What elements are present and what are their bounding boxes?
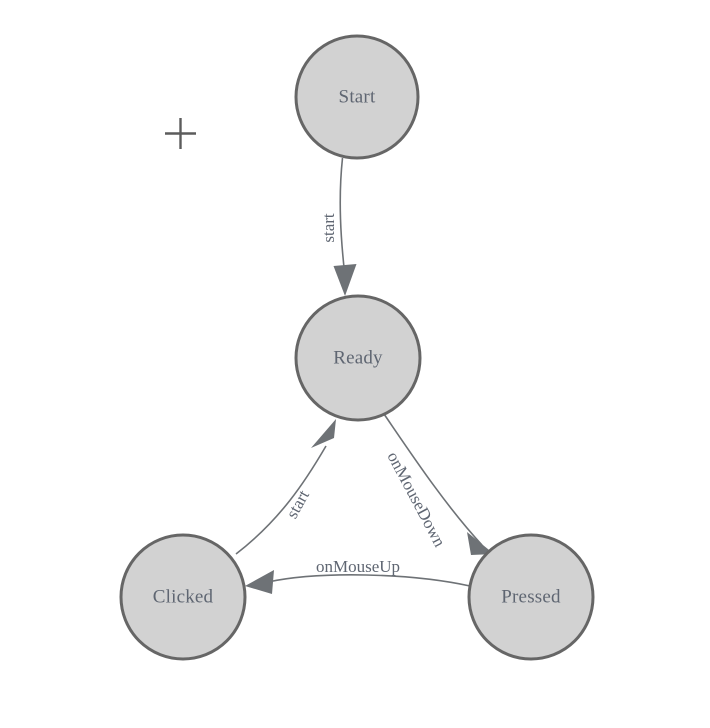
edge-ready-to-pressed-path — [383, 413, 483, 546]
edge-label-pressed-to-clicked: onMouseUp — [316, 557, 400, 576]
plus-icon[interactable] — [165, 118, 196, 149]
node-pressed-circle[interactable] — [467, 533, 595, 661]
edge-start-to-ready-arrowhead — [333, 264, 357, 296]
edge-clicked-to-ready-arrowhead — [311, 419, 336, 448]
edge-label-start-to-ready: start — [319, 213, 338, 243]
edge-pressed-to-clicked-arrowhead — [245, 570, 274, 594]
edge-label-clicked-to-ready: start — [282, 487, 313, 522]
node-start[interactable]: Start — [294, 34, 420, 160]
node-start-label: Start — [339, 86, 376, 107]
node-ready-circle[interactable] — [294, 294, 422, 422]
edge-label-ready-to-pressed: onMouseDown — [383, 449, 449, 551]
node-clicked-circle[interactable] — [119, 533, 247, 661]
edge-ready-to-pressed[interactable]: onMouseDown — [383, 413, 494, 555]
node-clicked[interactable]: Clicked — [119, 533, 247, 661]
node-ready[interactable]: Ready — [294, 294, 422, 422]
node-ready-label: Ready — [333, 347, 383, 368]
node-pressed-label: Pressed — [501, 586, 561, 607]
edge-pressed-to-clicked[interactable]: onMouseUp — [245, 557, 471, 594]
edge-clicked-to-ready-path — [235, 445, 327, 555]
edge-clicked-to-ready[interactable]: start — [235, 419, 336, 555]
edge-start-to-ready-path — [339, 157, 346, 273]
node-start-circle[interactable] — [294, 34, 420, 160]
edge-ready-to-pressed-arrowhead — [467, 532, 494, 555]
edge-pressed-to-clicked-path — [267, 574, 471, 587]
edge-start-to-ready[interactable]: start — [319, 157, 357, 296]
node-pressed[interactable]: Pressed — [467, 533, 595, 661]
node-clicked-label: Clicked — [153, 586, 214, 607]
